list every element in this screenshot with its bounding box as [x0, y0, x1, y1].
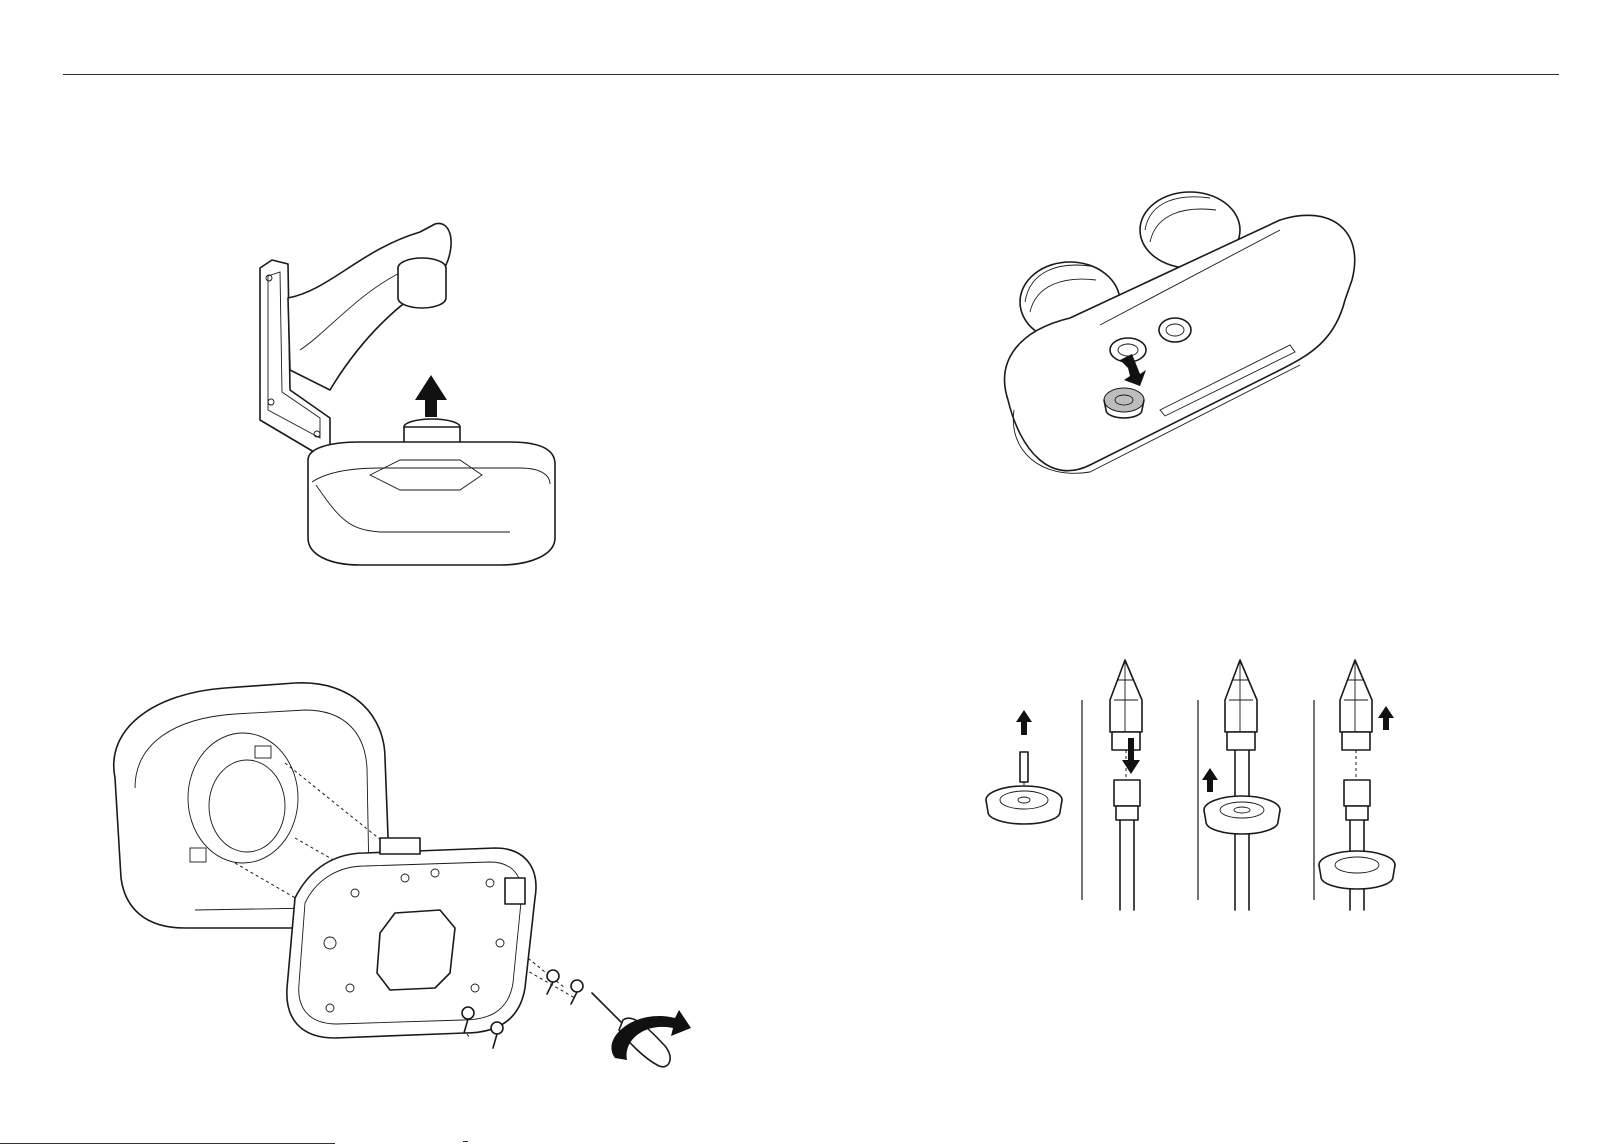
cable-cap-shape	[1104, 388, 1144, 412]
header-rule	[63, 74, 1559, 75]
figure-mount-plate	[95, 688, 725, 1098]
arrow-up-icon	[1016, 710, 1032, 735]
arrow-up-icon	[415, 375, 447, 417]
screw-icon	[491, 1022, 503, 1048]
bracket-illustration	[250, 220, 580, 600]
step-2-connector	[1110, 660, 1142, 910]
figure-bracket-detach	[250, 220, 580, 600]
arrow-up-icon	[1378, 706, 1394, 730]
footer-tick	[463, 1141, 468, 1142]
dual-housing-illustration	[1000, 190, 1390, 510]
mount-plate-illustration	[95, 688, 725, 1098]
figure-cable-cap	[1000, 190, 1390, 510]
figure-cable-steps	[970, 660, 1410, 950]
step-3-grommet-on-cable	[1202, 660, 1280, 910]
screw-icon	[571, 980, 583, 1004]
housing-tub-shape	[308, 442, 555, 565]
arrow-up-icon	[1202, 768, 1218, 792]
step-4-final	[1319, 660, 1395, 910]
cable-steps-illustration	[970, 660, 1410, 950]
step-1-grommet	[986, 710, 1062, 824]
footer-rule	[0, 1143, 335, 1144]
